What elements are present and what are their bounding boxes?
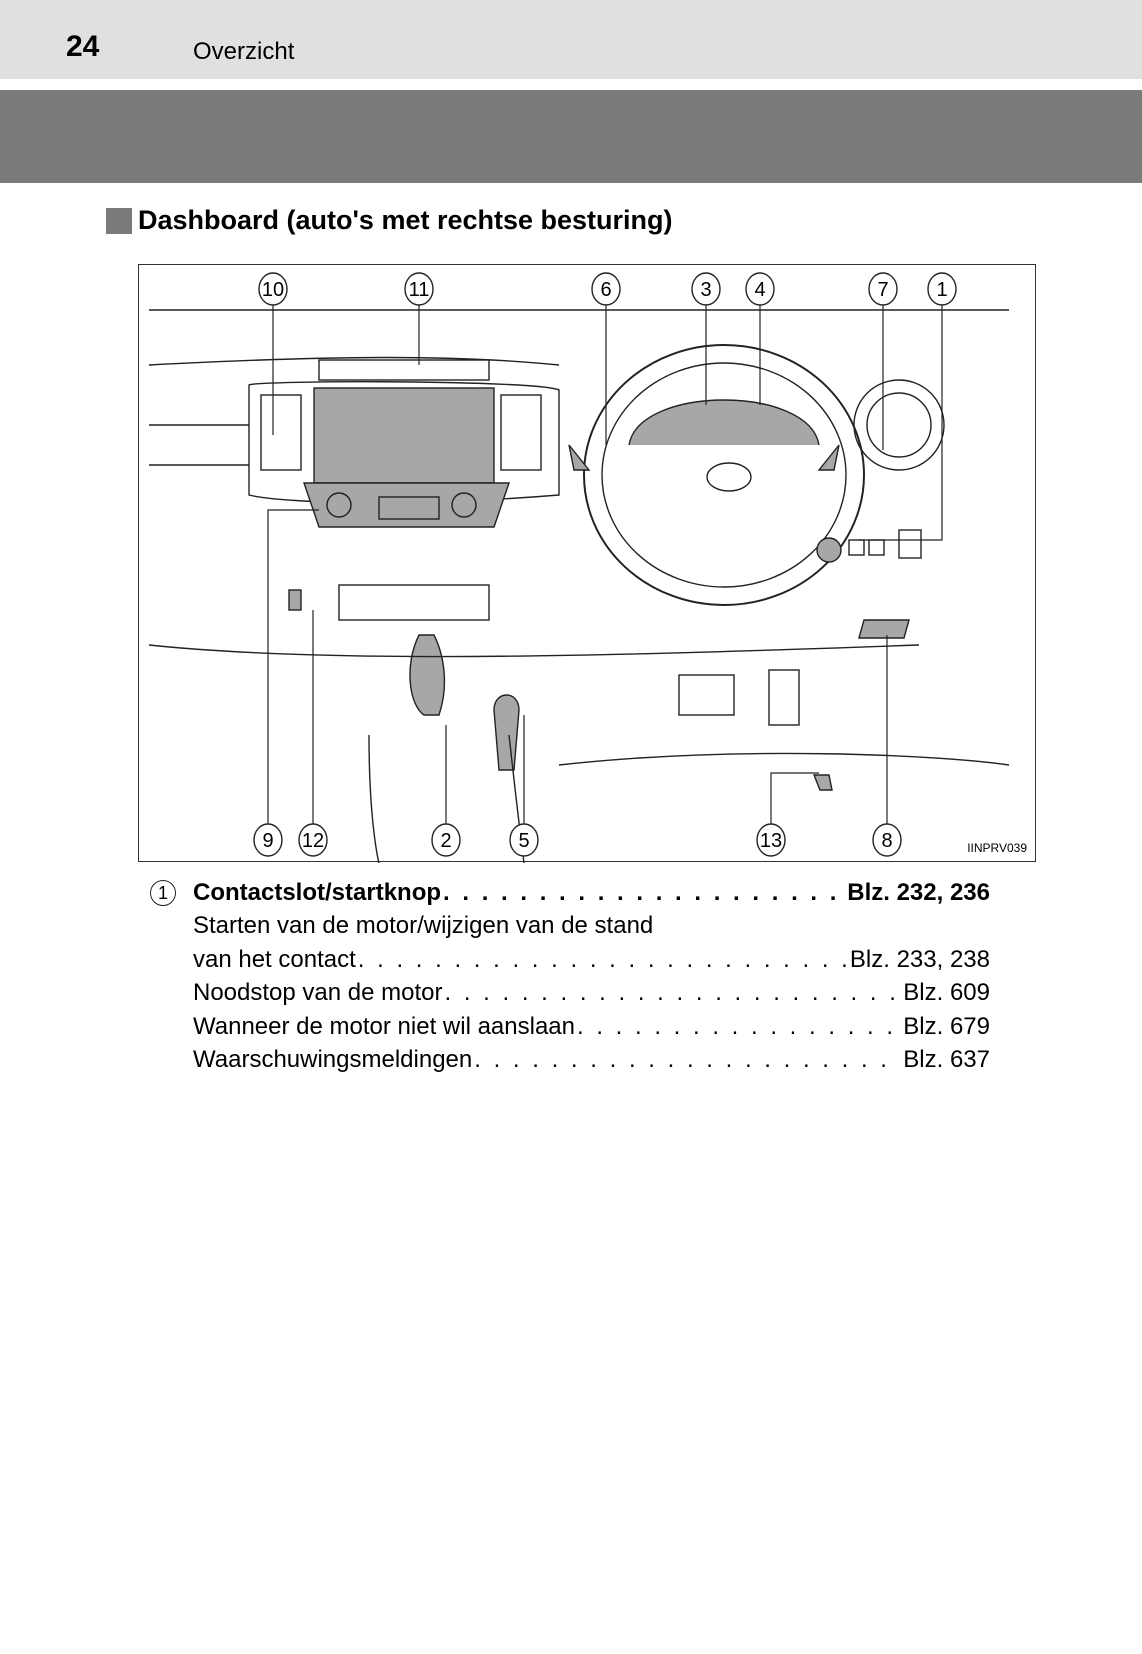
- page-ref[interactable]: Blz. 679: [903, 1012, 990, 1040]
- page-ref[interactable]: Blz. 637: [903, 1046, 990, 1074]
- svg-text:7: 7: [877, 279, 888, 301]
- callout-marker: 1: [150, 880, 176, 906]
- svg-text:13: 13: [760, 830, 782, 852]
- callout-4: 4: [745, 272, 775, 306]
- svg-text:3: 3: [700, 279, 711, 301]
- callout-5: 5: [509, 823, 539, 857]
- callout-3: 3: [691, 272, 721, 306]
- item-list: 1 Contactslot/startknop . . . . . . . . …: [148, 876, 990, 1077]
- list-item: van het contact . . . . . . . . . . . . …: [148, 943, 990, 977]
- list-item: Wanneer de motor niet wil aanslaan . . .…: [148, 1010, 990, 1044]
- callout-6: 6: [591, 272, 621, 306]
- callout-12: 12: [298, 823, 328, 857]
- item-label: Contactslot/startknop: [193, 878, 442, 906]
- callout-2: 2: [431, 823, 461, 857]
- callout-13: 13: [756, 823, 786, 857]
- list-item: Starten van de motor/wijzigen van de sta…: [148, 910, 990, 944]
- svg-text:6: 6: [600, 279, 611, 301]
- item-label: Starten van de motor/wijzigen van de sta…: [193, 912, 654, 940]
- svg-text:12: 12: [302, 830, 324, 852]
- dashboard-drawing: [148, 302, 1010, 863]
- leader-dots: . . . . . . . . . . . . . . . . . . . . …: [357, 945, 848, 973]
- list-item: Noodstop van de motor . . . . . . . . . …: [148, 977, 990, 1011]
- callout-9: 9: [253, 823, 283, 857]
- page-ref[interactable]: Blz. 609: [903, 979, 990, 1007]
- section-heading: Dashboard (auto's met rechtse besturing): [106, 205, 673, 236]
- svg-text:8: 8: [881, 830, 892, 852]
- leader-dots: . . . . . . . . . . . . . . . . . . . . …: [474, 1046, 901, 1074]
- callout-7: 7: [868, 272, 898, 306]
- callout-layer: 10 11 6 3 4 7 1 9 12 2 5 13 8: [253, 272, 957, 857]
- svg-text:10: 10: [262, 279, 284, 301]
- svg-text:4: 4: [754, 279, 765, 301]
- page-number: 24: [66, 30, 100, 63]
- page-ref[interactable]: Blz. 233, 238: [849, 945, 990, 973]
- leader-dots: . . . . . . . . . . . . . . . . . . . . …: [444, 979, 901, 1007]
- svg-text:11: 11: [409, 279, 430, 301]
- callout-8: 8: [872, 823, 902, 857]
- item-label: Waarschuwingsmeldingen: [193, 1046, 473, 1074]
- svg-text:5: 5: [518, 830, 529, 852]
- svg-text:2: 2: [440, 830, 451, 852]
- section-title: Overzicht: [193, 38, 295, 65]
- list-item: Waarschuwingsmeldingen . . . . . . . . .…: [148, 1044, 990, 1078]
- callout-10: 10: [258, 272, 288, 306]
- header-band: [0, 90, 1142, 183]
- item-label: Noodstop van de motor: [193, 979, 443, 1007]
- dashboard-illustration: 10 11 6 3 4 7 1 9 12 2 5 13 8 IINPRV039: [138, 264, 1036, 863]
- page-ref[interactable]: Blz. 232, 236: [847, 878, 990, 906]
- svg-text:9: 9: [262, 830, 273, 852]
- svg-text:1: 1: [936, 279, 947, 301]
- item-label: van het contact: [193, 945, 356, 973]
- leader-dots: . . . . . . . . . . . . . . . . . . . . …: [576, 1012, 901, 1040]
- figure-code: IINPRV039: [967, 841, 1027, 855]
- leader-dots: . . . . . . . . . . . . . . . . . . . . …: [443, 878, 845, 906]
- callout-1: 1: [927, 272, 957, 306]
- callout-11: 11: [404, 272, 434, 306]
- page-header: 24 Overzicht: [0, 0, 1142, 79]
- heading-square-icon: [106, 207, 132, 234]
- heading-text: Dashboard (auto's met rechtse besturing): [138, 205, 673, 235]
- list-item: 1 Contactslot/startknop . . . . . . . . …: [148, 876, 990, 910]
- item-label: Wanneer de motor niet wil aanslaan: [193, 1012, 575, 1040]
